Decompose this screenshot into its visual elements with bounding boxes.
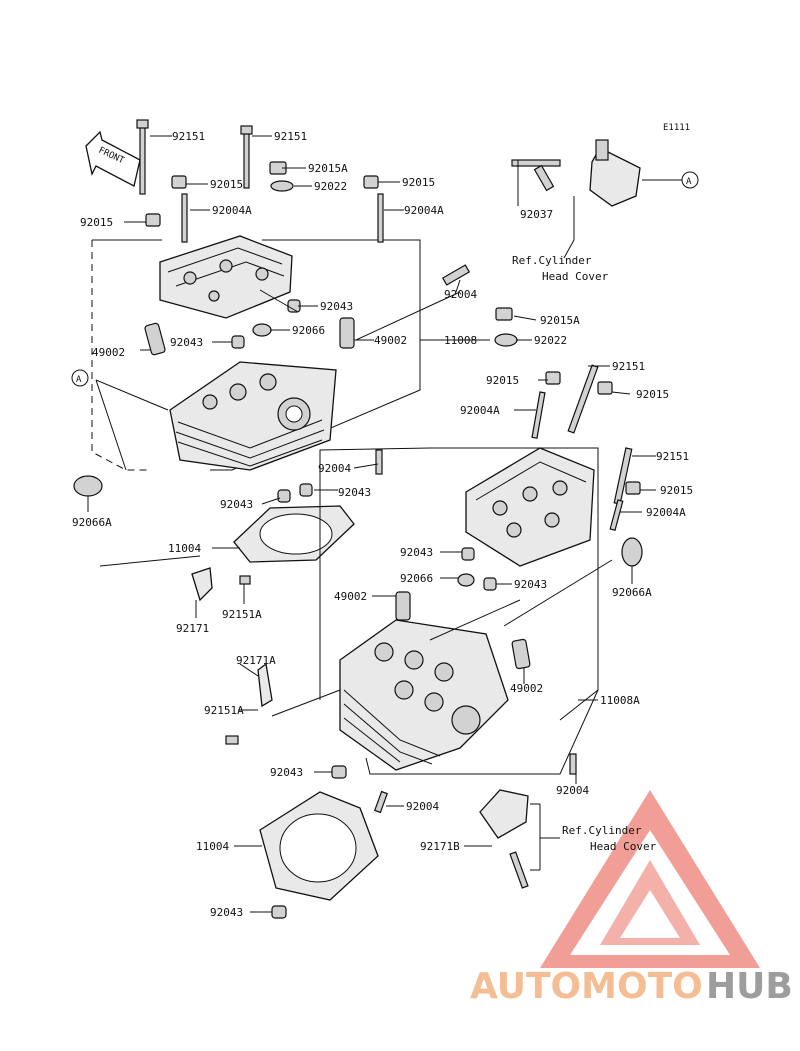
rear-small-parts bbox=[73, 119, 471, 602]
ref-mark-top: A bbox=[681, 171, 699, 189]
ref-mark-rear: A bbox=[71, 369, 89, 387]
label-49002: 49002 bbox=[510, 682, 543, 695]
label-92015: 92015 bbox=[210, 178, 243, 191]
label-92151: 92151 bbox=[612, 360, 645, 373]
diagram-code: E1111 bbox=[663, 123, 690, 133]
label-92066: 92066 bbox=[292, 324, 325, 337]
label-92171: 92171 bbox=[176, 622, 209, 635]
part-labels: 92151 92151 92015 92015A 92015 92022 920… bbox=[72, 130, 693, 919]
ref-cylinder-head-cover-top-line2: Head Cover bbox=[542, 270, 609, 283]
front-arrow: FRONT bbox=[85, 130, 141, 187]
watermark-text-automoto: AUTOMOTO bbox=[470, 966, 703, 1007]
label-92066A: 92066A bbox=[612, 586, 652, 599]
front-head-cover bbox=[465, 447, 595, 567]
label-92004A: 92004A bbox=[646, 506, 686, 519]
label-92043: 92043 bbox=[170, 336, 203, 349]
label-11004: 11004 bbox=[196, 840, 229, 853]
label-92043: 92043 bbox=[338, 486, 371, 499]
ref-cylinder-head-cover-bottom-line2: Head Cover bbox=[590, 840, 657, 853]
label-92151: 92151 bbox=[656, 450, 689, 463]
label-49002: 49002 bbox=[334, 590, 367, 603]
rear-gasket bbox=[233, 505, 355, 563]
label-11008A: 11008A bbox=[600, 694, 640, 707]
label-11004: 11004 bbox=[168, 542, 201, 555]
rear-cylinder-head bbox=[169, 361, 337, 471]
front-cylinder-head bbox=[339, 619, 509, 771]
label-92043: 92043 bbox=[220, 498, 253, 511]
label-92015: 92015 bbox=[636, 388, 669, 401]
label-92015A: 92015A bbox=[540, 314, 580, 327]
label-92004: 92004 bbox=[406, 800, 439, 813]
watermark-text-hub: HUB bbox=[706, 966, 793, 1007]
label-92004A: 92004A bbox=[212, 204, 252, 217]
label-92004: 92004 bbox=[318, 462, 351, 475]
front-small-parts bbox=[225, 139, 643, 919]
label-92043: 92043 bbox=[210, 906, 243, 919]
leader-lines bbox=[87, 135, 682, 913]
label-92043: 92043 bbox=[320, 300, 353, 313]
ref-cylinder-head-cover-bottom-line1: Ref.Cylinder bbox=[562, 824, 642, 837]
label-92015: 92015 bbox=[660, 484, 693, 497]
label-92171A: 92171A bbox=[236, 654, 276, 667]
rear-head-cover bbox=[159, 235, 293, 319]
label-92043: 92043 bbox=[514, 578, 547, 591]
label-49002: 49002 bbox=[374, 334, 407, 347]
label-92066: 92066 bbox=[400, 572, 433, 585]
label-11008: 11008 bbox=[444, 334, 477, 347]
label-92043: 92043 bbox=[400, 546, 433, 559]
label-92151: 92151 bbox=[274, 130, 307, 143]
watermark-logo bbox=[540, 790, 760, 968]
front-gasket bbox=[259, 791, 379, 901]
label-49002: 49002 bbox=[92, 346, 125, 359]
label-92043: 92043 bbox=[270, 766, 303, 779]
rear-bracket-line bbox=[91, 240, 150, 471]
label-92022: 92022 bbox=[314, 180, 347, 193]
label-92151: 92151 bbox=[172, 130, 205, 143]
label-92004: 92004 bbox=[444, 288, 477, 301]
ref-mark-rear-label: A bbox=[76, 375, 82, 385]
label-92004A: 92004A bbox=[404, 204, 444, 217]
ref-mark-top-label: A bbox=[686, 177, 692, 187]
label-92004: 92004 bbox=[556, 784, 589, 797]
label-92015: 92015 bbox=[486, 374, 519, 387]
label-92004A: 92004A bbox=[460, 404, 500, 417]
label-92015: 92015 bbox=[402, 176, 435, 189]
label-92037: 92037 bbox=[520, 208, 553, 221]
label-92066A: 92066A bbox=[72, 516, 112, 529]
label-92171B: 92171B bbox=[420, 840, 460, 853]
ref-cylinder-head-cover-top-line1: Ref.Cylinder bbox=[512, 254, 592, 267]
label-92015: 92015 bbox=[80, 216, 113, 229]
label-92015A: 92015A bbox=[308, 162, 348, 175]
label-92151A: 92151A bbox=[204, 704, 244, 717]
label-92151A: 92151A bbox=[222, 608, 262, 621]
rear-bracket-top bbox=[262, 239, 421, 340]
label-92022: 92022 bbox=[534, 334, 567, 347]
